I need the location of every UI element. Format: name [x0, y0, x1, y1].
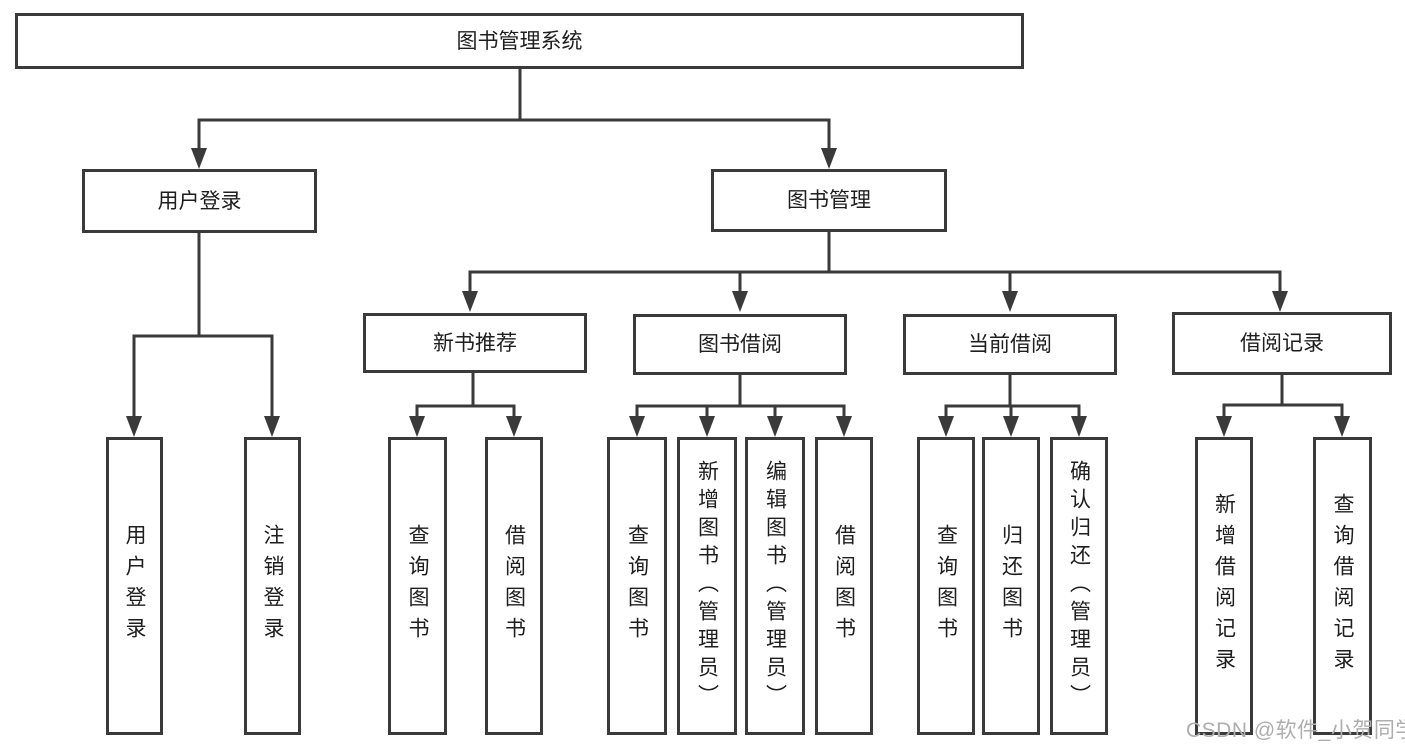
node-new-book-recommend: 新书推荐: [363, 313, 587, 373]
leaf-query-books-borrow: 查询图书: [607, 437, 667, 735]
arrowheads: [126, 148, 1350, 437]
csdn-watermark: CSDN @软件_小贺同学: [1186, 719, 1405, 742]
leaf-user-login: 用户登录: [106, 437, 163, 735]
leaf-add-books-admin: 新增图书（管理员）: [677, 437, 737, 735]
node-book-management: 图书管理: [711, 169, 947, 232]
leaf-add-borrow-record: 新增借阅记录: [1195, 437, 1253, 735]
node-user-login: 用户登录: [82, 169, 317, 233]
leaf-borrow-books-recommend: 借阅图书: [485, 437, 543, 735]
leaf-edit-books-admin: 编辑图书（管理员）: [745, 437, 805, 735]
leaf-query-books-recommend: 查询图书: [388, 437, 447, 735]
leaf-query-books-current: 查询图书: [917, 437, 975, 735]
node-current-borrow: 当前借阅: [903, 314, 1117, 375]
node-library-management-system: 图书管理系统: [15, 13, 1024, 69]
leaf-query-borrow-record: 查询借阅记录: [1313, 437, 1372, 735]
leaf-return-books: 归还图书: [982, 437, 1040, 735]
node-borrow-records: 借阅记录: [1172, 312, 1392, 375]
node-book-borrow: 图书借阅: [633, 314, 847, 375]
leaf-borrow-books: 借阅图书: [815, 437, 873, 735]
leaf-logout: 注销登录: [244, 437, 301, 735]
leaf-confirm-return-admin: 确认归还（管理员）: [1050, 437, 1108, 735]
